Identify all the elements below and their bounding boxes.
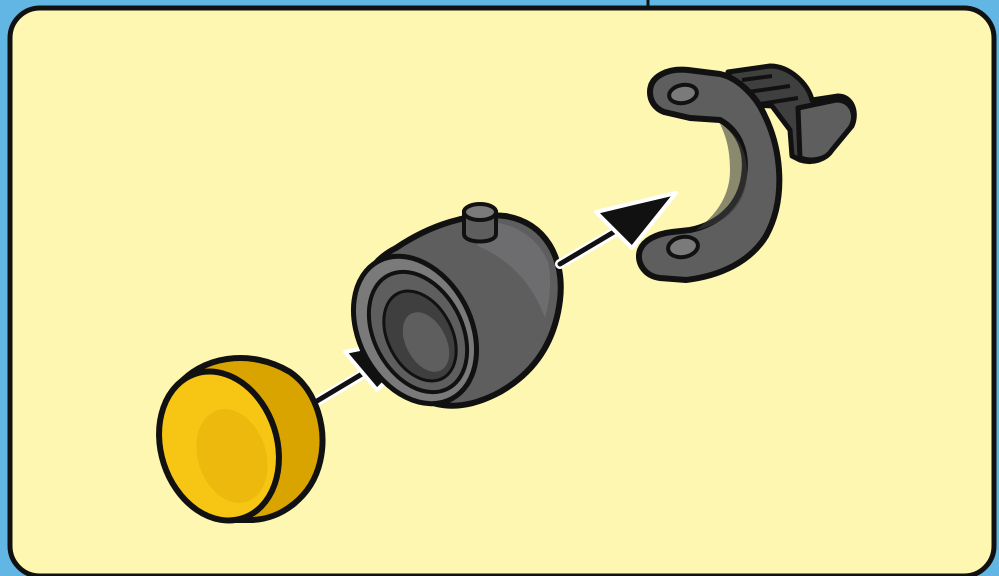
assembly-diagram <box>0 0 999 576</box>
